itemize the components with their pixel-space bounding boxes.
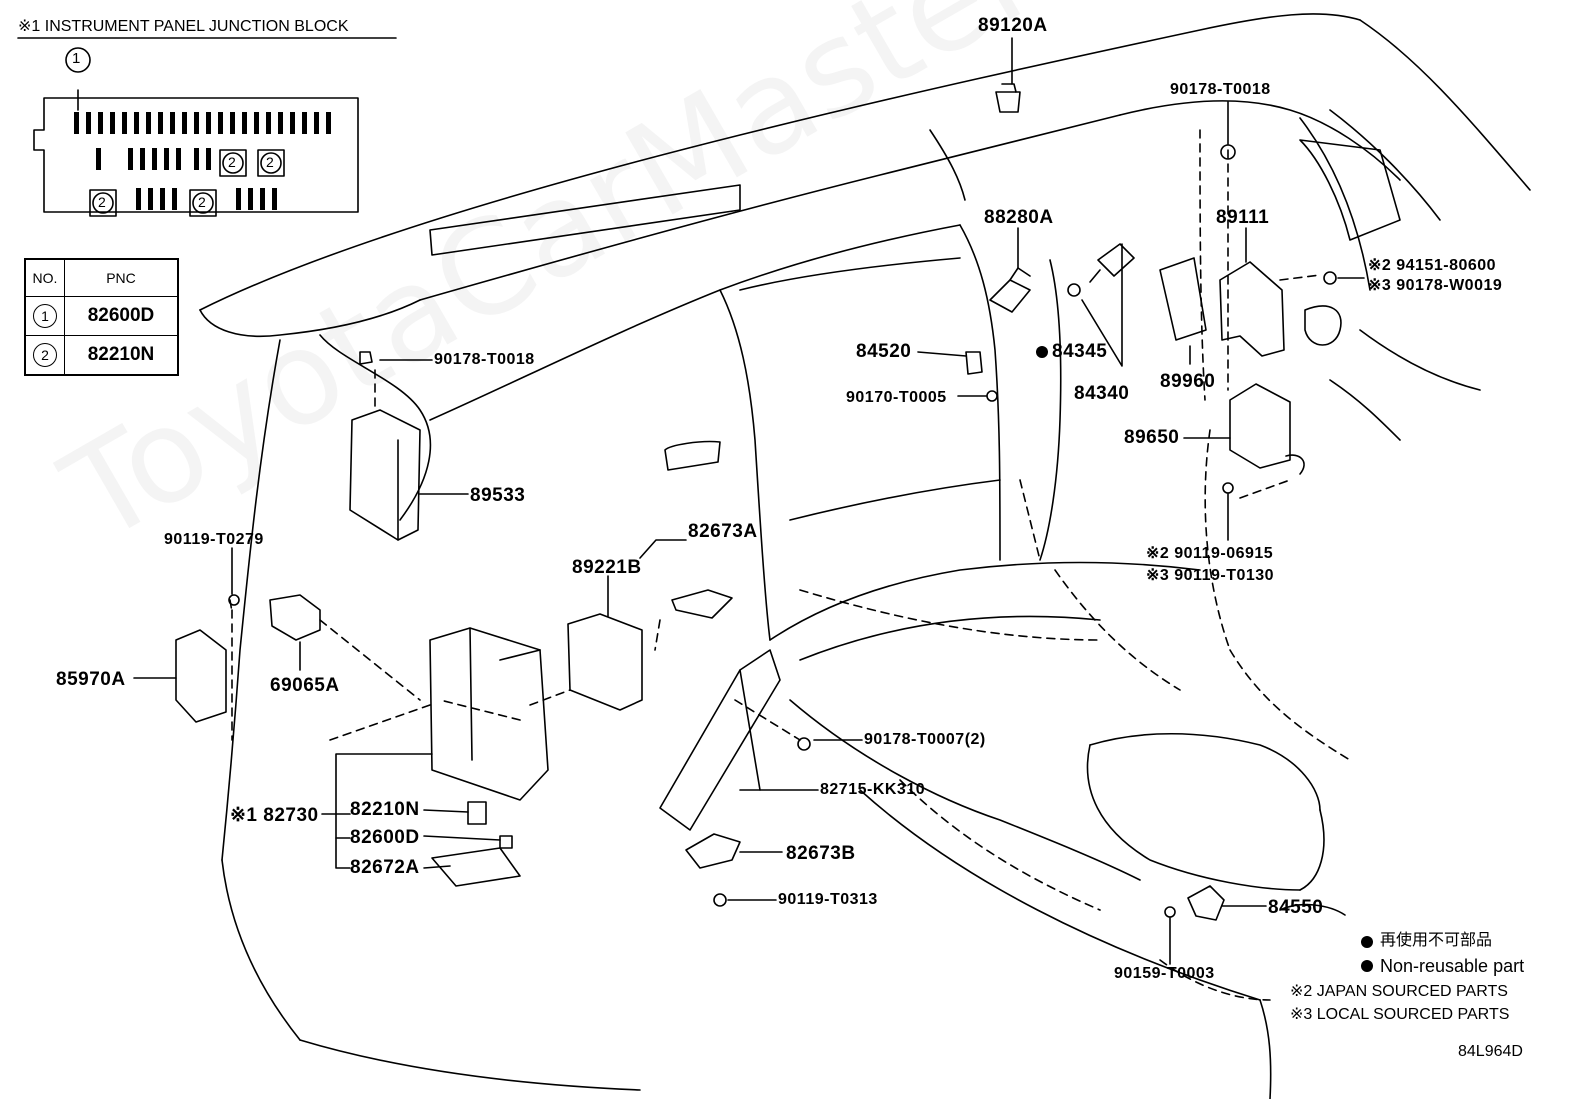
part-label-88280a: 88280A [984,207,1054,228]
component-sketches [175,83,1337,921]
junction-block-fuses [74,112,331,210]
junction-block-outline [33,89,359,213]
pnc-row-code: 82600D [64,296,179,336]
part-label-82672a: 82672A [350,857,420,878]
pnc-row-number: 2 [33,343,57,367]
diagram-code: 84L964D [1458,1043,1523,1060]
part-label-89221b: 89221B [572,557,642,578]
legend-nonreusable-jp: 再使用不可部品 [1380,932,1493,949]
legend-japan-sourced: ※2 JAPAN SOURCED PARTS [1290,983,1508,1000]
part-label-89111: 89111 [1216,207,1270,228]
part-label-90119-t0279: 90119-T0279 [164,531,264,548]
leader-lines [133,37,1365,965]
part-label-89533: 89533 [470,485,526,506]
legend-nonreusable-en: Non-reusable part [1380,956,1525,976]
part-label-82715-kk310: 82715-KK310 [820,781,926,798]
part-label-90159-t0003: 90159-T0003 [1114,965,1215,982]
part-label-90119-06915: ※2 90119-06915 [1146,545,1274,562]
pnc-header-pnc: PNC [64,258,179,297]
pnc-table-row: 1 82600D [24,296,179,336]
legend-local-sourced: ※3 LOCAL SOURCED PARTS [1290,1006,1510,1023]
part-label-89120a: 89120A [978,15,1048,36]
dashboard-hidden-lines [229,129,1351,1001]
pnc-row-number: 1 [33,304,57,328]
callout-circle [65,47,91,73]
pnc-table-header: NO. PNC [24,258,179,297]
part-label-84550: 84550 [1268,897,1324,918]
junction-block-socket-label: 2 [198,194,206,210]
part-label-90178-t0007: 90178-T0007(2) [864,731,986,748]
part-label-94151-80600: ※2 94151-80600 [1368,257,1497,274]
dashboard-outline [199,13,1531,1099]
part-label-82600d: 82600D [350,827,420,848]
part-label-90119-t0313: 90119-T0313 [778,891,878,908]
part-label-85970a: 85970A [56,669,126,690]
part-label-90178-t0018-top: 90178-T0018 [1170,81,1271,98]
part-label-82210n: 82210N [350,799,420,820]
part-label-89960: 89960 [1160,371,1216,392]
part-label-84340: 84340 [1074,383,1130,404]
pnc-row-code: 82210N [64,335,179,376]
junction-block-socket-label: 2 [266,154,274,170]
junction-block-title: ※1 INSTRUMENT PANEL JUNCTION BLOCK [18,18,349,35]
legend-bullet-jp [1361,936,1373,948]
part-label-90178-t0018-left: 90178-T0018 [434,351,535,368]
part-label-90178-w0019: ※3 90178-W0019 [1368,277,1503,294]
junction-block-socket-boxes [89,149,285,217]
part-label-82673a: 82673A [688,521,758,542]
part-label-90119-t0130: ※3 90119-T0130 [1146,567,1275,584]
part-label-84520: 84520 [856,341,912,362]
pnc-table: NO. PNC 1 82600D 2 82210N [24,258,179,376]
junction-block-socket-label: 2 [228,154,236,170]
part-label-82730: ※1 82730 [230,805,319,826]
pnc-header-no: NO. [24,258,65,297]
non-reusable-bullet [1036,346,1048,358]
legend-bullet-en [1361,960,1373,972]
part-label-89650: 89650 [1124,427,1180,448]
part-label-90170-t0005: 90170-T0005 [846,389,947,406]
junction-block-socket-label: 2 [98,194,106,210]
part-label-69065a: 69065A [270,675,340,696]
part-label-84345: 84345 [1052,341,1108,362]
pnc-table-row: 2 82210N [24,335,179,376]
junction-block-callout: 1 [72,50,81,67]
part-label-82673b: 82673B [786,843,856,864]
